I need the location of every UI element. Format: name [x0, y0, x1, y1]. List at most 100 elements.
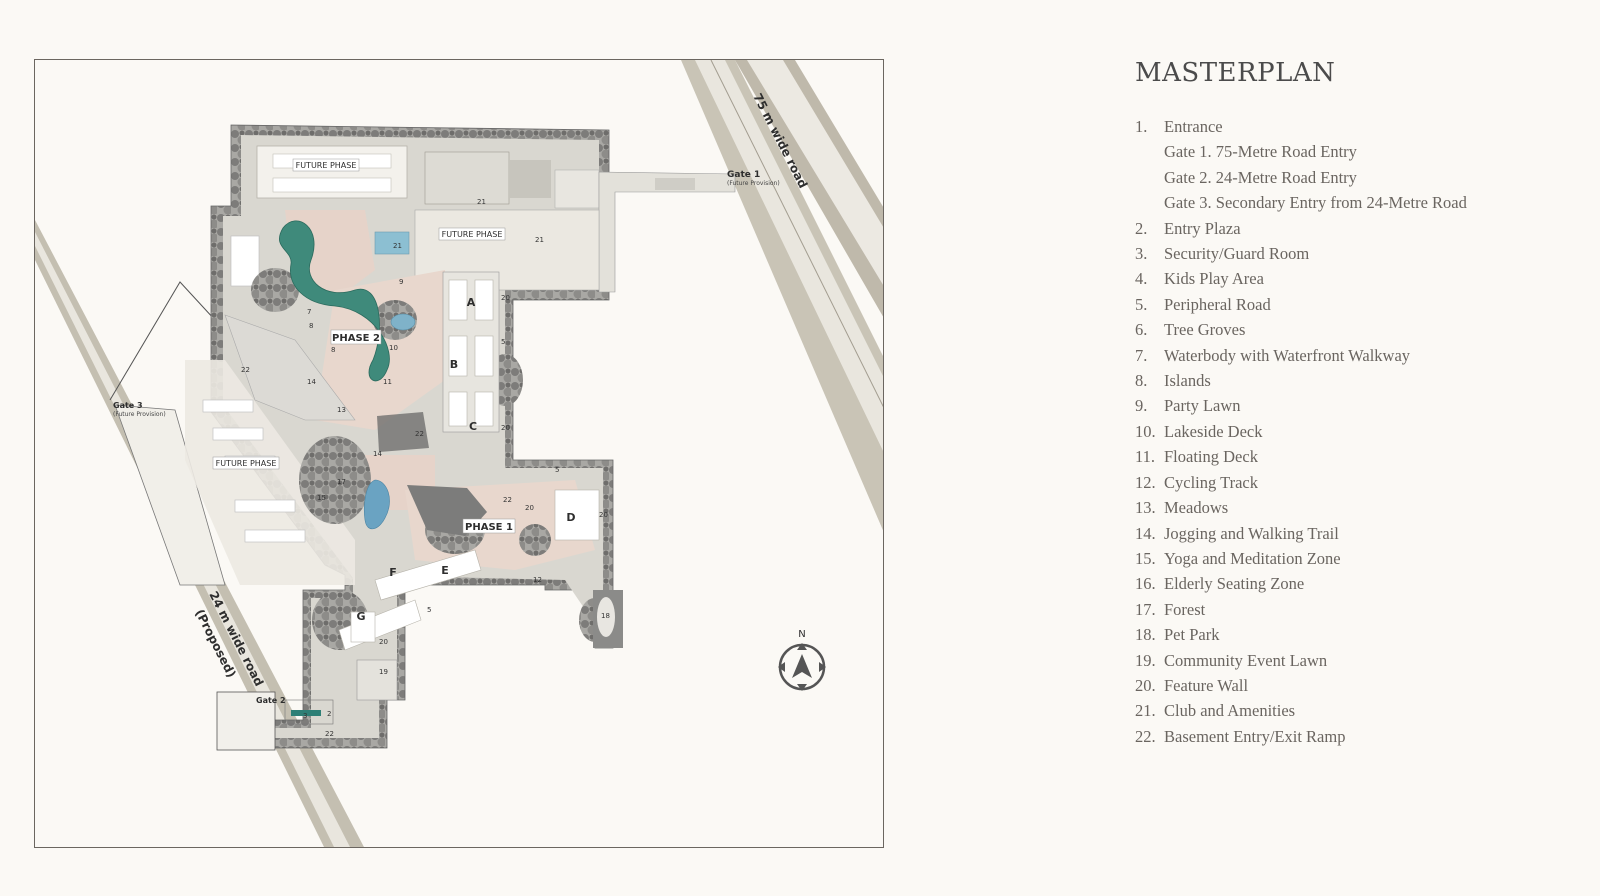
tower-d-label: D	[566, 511, 575, 524]
legend-item: 16. Elderly Seating Zone	[1135, 571, 1575, 596]
svg-text:21: 21	[477, 198, 486, 206]
legend-item-label: Islands	[1164, 371, 1211, 391]
legend-item: 9.Party Lawn	[1135, 393, 1575, 418]
gate-1-label: Gate 1	[727, 170, 760, 180]
legend-item: 11.Floating Deck	[1135, 444, 1575, 469]
legend-item-label: Cycling Track	[1164, 472, 1258, 492]
legend-item-label: Feature Wall	[1164, 675, 1249, 695]
svg-text:19: 19	[379, 668, 388, 676]
svg-text:5: 5	[501, 338, 505, 346]
svg-text:8: 8	[309, 322, 313, 330]
svg-text:20: 20	[501, 294, 510, 302]
legend-item: 4. Kids Play Area	[1135, 266, 1575, 291]
legend-item-label: Entrance	[1164, 117, 1223, 136]
svg-text:12: 12	[533, 576, 542, 584]
svg-text:20: 20	[525, 504, 534, 512]
legend-item-label: Lakeside Deck	[1164, 421, 1263, 441]
svg-text:11: 11	[383, 378, 392, 386]
tower-c-label: C	[469, 420, 477, 433]
legend-item-number: 4.	[1135, 269, 1148, 289]
legend-item: 13. Meadows	[1135, 495, 1575, 520]
legend-item: 6. Tree Groves	[1135, 317, 1575, 342]
svg-text:22: 22	[241, 366, 250, 374]
legend-item-number: 2.	[1135, 218, 1148, 238]
svg-text:5: 5	[555, 466, 559, 474]
legend-item-number: 18.	[1135, 625, 1156, 645]
towers-abc	[442, 271, 500, 433]
legend-item: 21.Club and Amenities	[1135, 698, 1575, 723]
legend-item-number: 13.	[1135, 498, 1156, 518]
legend-item: 18. Pet Park	[1135, 622, 1575, 647]
legend-item: 10. Lakeside Deck	[1135, 419, 1575, 444]
svg-text:14: 14	[373, 450, 382, 458]
legend-item-number: 7.	[1135, 345, 1148, 365]
towers-efg	[338, 549, 482, 651]
svg-text:2: 2	[327, 710, 331, 718]
tower-g-label: G	[356, 610, 365, 623]
svg-text:3: 3	[303, 712, 307, 720]
legend-item-number: 16.	[1135, 574, 1156, 594]
svg-text:22: 22	[325, 730, 334, 738]
legend-item-number: 20.	[1135, 675, 1156, 695]
gate-3-note: (Future Provision)	[113, 411, 166, 418]
tower-f-label: F	[389, 566, 397, 579]
legend-item: 1. Entrance	[1135, 114, 1575, 139]
legend-item-label: Tree Groves	[1164, 320, 1246, 340]
legend-sub-item: Gate 3. Secondary Entry from 24-Metre Ro…	[1164, 193, 1467, 213]
legend-item-label: Forest	[1164, 599, 1206, 619]
legend-item: 22. Basement Entry/Exit Ramp	[1135, 724, 1575, 749]
legend-item-label: Kids Play Area	[1164, 269, 1264, 289]
legend-item-number: 21.	[1135, 701, 1156, 721]
legend-item-label: Elderly Seating Zone	[1164, 574, 1305, 594]
legend-item-number: 14.	[1135, 523, 1156, 543]
legend-item: 5.Peripheral Road	[1135, 292, 1575, 317]
legend-item-number: 3.	[1135, 244, 1148, 264]
club-pool	[374, 231, 410, 255]
legend-item: 17. Forest	[1135, 597, 1575, 622]
tower-e-label: E	[441, 564, 449, 577]
legend-item: 15.Yoga and Meditation Zone	[1135, 546, 1575, 571]
tower-d-block	[554, 489, 600, 541]
svg-text:13: 13	[337, 406, 346, 414]
svg-text:20: 20	[599, 511, 608, 519]
svg-text:7: 7	[307, 308, 311, 316]
legend-item-label: Waterbody with Waterfront Walkway	[1164, 345, 1411, 365]
legend-item-number: 1.	[1135, 117, 1148, 136]
legend-item-number: 22.	[1135, 726, 1156, 746]
legend-item-number: 11.	[1135, 447, 1156, 467]
svg-text:22: 22	[503, 496, 512, 504]
legend-item-number: 8.	[1135, 371, 1148, 391]
svg-text:21: 21	[535, 236, 544, 244]
legend-item: 7. Waterbody with Waterfront Walkway	[1135, 343, 1575, 368]
future-phase-left-label: FUTURE PHASE	[216, 459, 277, 468]
legend-item-number: 10.	[1135, 421, 1156, 441]
future-phase-top-label: FUTURE PHASE	[296, 161, 357, 170]
legend-item-number: 19.	[1135, 650, 1156, 670]
legend-item-label: Security/Guard Room	[1164, 244, 1310, 264]
legend-item-label: Community Event Lawn	[1164, 650, 1328, 670]
svg-text:17: 17	[337, 478, 346, 486]
legend-item: 19. Community Event Lawn	[1135, 648, 1575, 673]
tower-b-label: B	[450, 358, 458, 371]
phase-1-label: PHASE 1	[465, 522, 513, 533]
svg-text:22: 22	[415, 430, 424, 438]
future-phase-mid-label: FUTURE PHASE	[442, 230, 503, 239]
legend-item-label: Pet Park	[1164, 625, 1220, 645]
legend-item: 2.Entry Plaza	[1135, 216, 1575, 241]
legend-item-number: 17.	[1135, 599, 1156, 619]
tower-a-label: A	[467, 296, 476, 309]
legend-item-label: Basement Entry/Exit Ramp	[1164, 726, 1346, 746]
svg-text:5: 5	[427, 606, 431, 614]
legend-item-number: 9.	[1135, 396, 1148, 416]
svg-text:15: 15	[317, 494, 326, 502]
legend-sub-item: Gate 2. 24-Metre Road Entry	[1164, 167, 1357, 187]
waterbody	[279, 220, 390, 382]
svg-text:9: 9	[399, 278, 403, 286]
legend-item-number: 12.	[1135, 472, 1156, 492]
legend-item-number: 6.	[1135, 320, 1148, 340]
svg-text:21: 21	[393, 242, 402, 250]
gate2-pool	[291, 710, 321, 716]
legend-item-label: Meadows	[1164, 498, 1229, 518]
